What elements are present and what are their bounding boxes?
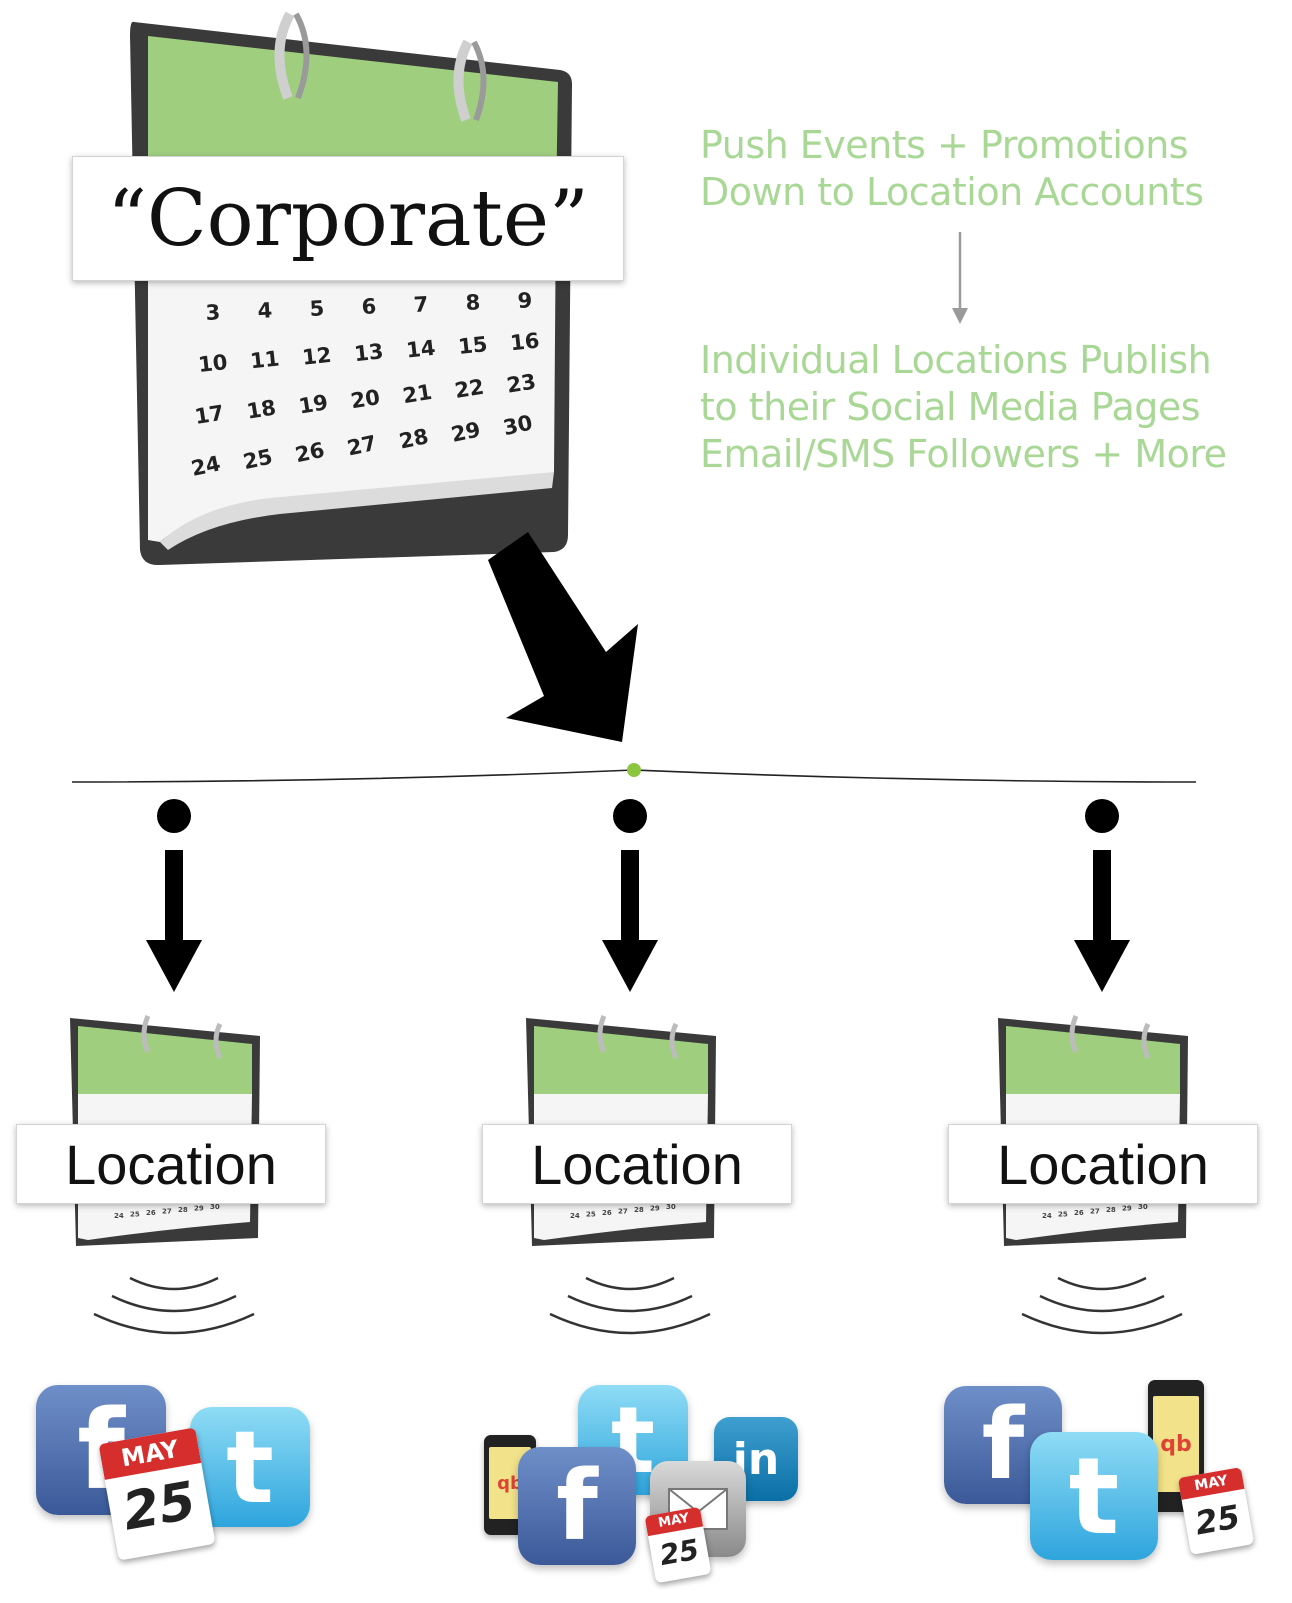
signal-waves-icon — [1021, 1276, 1183, 1335]
calendar-date: 10 — [197, 350, 229, 377]
calendar-date: 21 — [401, 380, 434, 408]
description-line: to their Social Media Pages — [700, 385, 1201, 429]
calendar-date-icon: MAY 25 — [644, 1506, 712, 1584]
calendar-date: 19 — [297, 390, 330, 418]
location-label: Location — [16, 1124, 326, 1204]
calendar-date: 30 — [501, 411, 535, 441]
calendar-date: 15 — [457, 332, 489, 359]
calendar-date: 26 — [293, 438, 327, 468]
social-icons-cluster: f t MAY 25 — [30, 1385, 330, 1595]
calendar-date: 24 — [114, 1212, 124, 1220]
calendar-date: 16 — [509, 328, 541, 355]
branch-dot — [1085, 799, 1119, 833]
facebook-icon: f — [518, 1447, 636, 1565]
connector-dot — [627, 763, 641, 777]
calendar-date: 23 — [505, 369, 538, 397]
calendar-date: 30 — [666, 1203, 676, 1211]
calendar-date: 26 — [1074, 1209, 1084, 1217]
calendar-date: 30 — [1138, 1203, 1148, 1211]
down-arrow-icon — [602, 850, 658, 992]
calendar-date: 25 — [1058, 1211, 1068, 1219]
social-icons-cluster: f qb t MAY 25 — [944, 1380, 1264, 1595]
branch-dot — [613, 799, 647, 833]
calendar-date: 11 — [249, 346, 281, 373]
twitter-icon: t — [1030, 1432, 1158, 1560]
calendar-date-icon: MAY 25 — [98, 1427, 216, 1561]
calendar-date: 30 — [210, 1203, 220, 1211]
calendar-date: 24 — [570, 1212, 580, 1220]
branch-dot — [157, 799, 191, 833]
calendar-date: 25 — [241, 445, 275, 475]
description-line: Individual Locations Publish — [700, 338, 1212, 382]
calendar-date: 27 — [162, 1208, 172, 1216]
calendar-date: 12 — [301, 343, 333, 370]
big-down-arrow-icon — [488, 532, 638, 742]
calendar-date: 5 — [309, 296, 325, 321]
calendar-date: 13 — [353, 339, 385, 366]
calendar-date: 29 — [650, 1205, 660, 1213]
location-label: Location — [482, 1124, 792, 1204]
calendar-dates: 3 4 5 6 7 8 9 10 11 12 13 14 15 16 17 18 19 20 21 22 23 24 25 2… — [189, 288, 541, 481]
calendar-date: 29 — [194, 1205, 204, 1213]
down-arrow-icon — [1074, 850, 1130, 992]
calendar-date: 24 — [1042, 1212, 1052, 1220]
description-top: Push Events + Promotions Down to Locatio… — [700, 122, 1204, 216]
calendar-date: 29 — [1122, 1205, 1132, 1213]
social-icons-cluster: qb t in f MAY 25 — [482, 1385, 812, 1595]
description-bottom: Individual Locations Publish to their So… — [700, 337, 1227, 478]
description-line: Down to Location Accounts — [700, 170, 1204, 214]
calendar-date: 27 — [345, 431, 379, 461]
calendar-date: 14 — [405, 336, 437, 363]
calendar-date: 28 — [178, 1206, 188, 1214]
calendar-date: 8 — [465, 290, 481, 315]
calendar-date: 17 — [193, 401, 226, 429]
down-arrow-icon — [146, 850, 202, 992]
calendar-date: 26 — [602, 1209, 612, 1217]
phone-app-icon: qb — [1148, 1380, 1204, 1512]
calendar-date-icon: MAY 25 — [1177, 1467, 1255, 1555]
description-line: Email/SMS Followers + More — [700, 432, 1227, 476]
calendar-date: 25 — [586, 1211, 596, 1219]
corporate-label: “Corporate” — [72, 156, 624, 281]
calendar-date: 9 — [517, 288, 533, 313]
calendar-date: 7 — [413, 292, 429, 317]
calendar-date: 28 — [397, 424, 431, 454]
calendar-date: 25 — [130, 1211, 140, 1219]
calendar-date: 29 — [449, 417, 483, 447]
distribution-diagram — [71, 532, 1197, 783]
calendar-date: 26 — [146, 1209, 156, 1217]
calendar-date: 28 — [634, 1206, 644, 1214]
calendar-date: 22 — [453, 375, 486, 403]
calendar-date: 27 — [1090, 1208, 1100, 1216]
calendar-date: 4 — [257, 298, 273, 323]
calendar-date: 6 — [361, 294, 377, 319]
calendar-date: 3 — [205, 300, 221, 325]
calendar-date: 27 — [618, 1208, 628, 1216]
twitter-icon: t — [190, 1407, 310, 1527]
calendar-date: 18 — [245, 395, 278, 423]
calendar-date: 24 — [189, 451, 223, 481]
down-arrow-small-icon — [952, 232, 968, 324]
calendar-date: 20 — [349, 385, 382, 413]
signal-waves-icon — [93, 1276, 255, 1335]
calendar-date: 28 — [1106, 1206, 1116, 1214]
signal-waves-icon — [549, 1276, 711, 1335]
location-label: Location — [948, 1124, 1258, 1204]
description-line: Push Events + Promotions — [700, 123, 1189, 167]
